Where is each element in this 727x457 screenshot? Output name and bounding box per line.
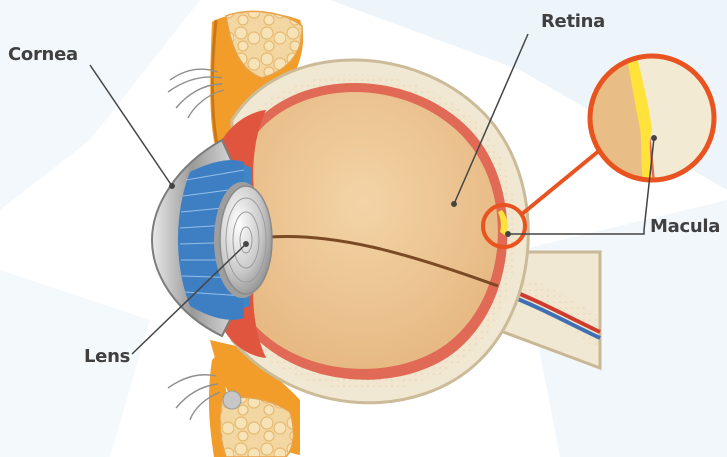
lens [214, 182, 272, 298]
lens-leader-dot [244, 242, 248, 246]
retina-leader-dot [452, 202, 456, 206]
macula-label: Macula [650, 216, 720, 237]
cornea-leader-dot [170, 184, 174, 188]
macula-zoom-dot [652, 136, 656, 140]
retina-label: Retina [541, 11, 605, 32]
lens-label: Lens [84, 346, 130, 367]
cornea-label: Cornea [8, 44, 78, 65]
macula-leader-dot [506, 232, 510, 236]
